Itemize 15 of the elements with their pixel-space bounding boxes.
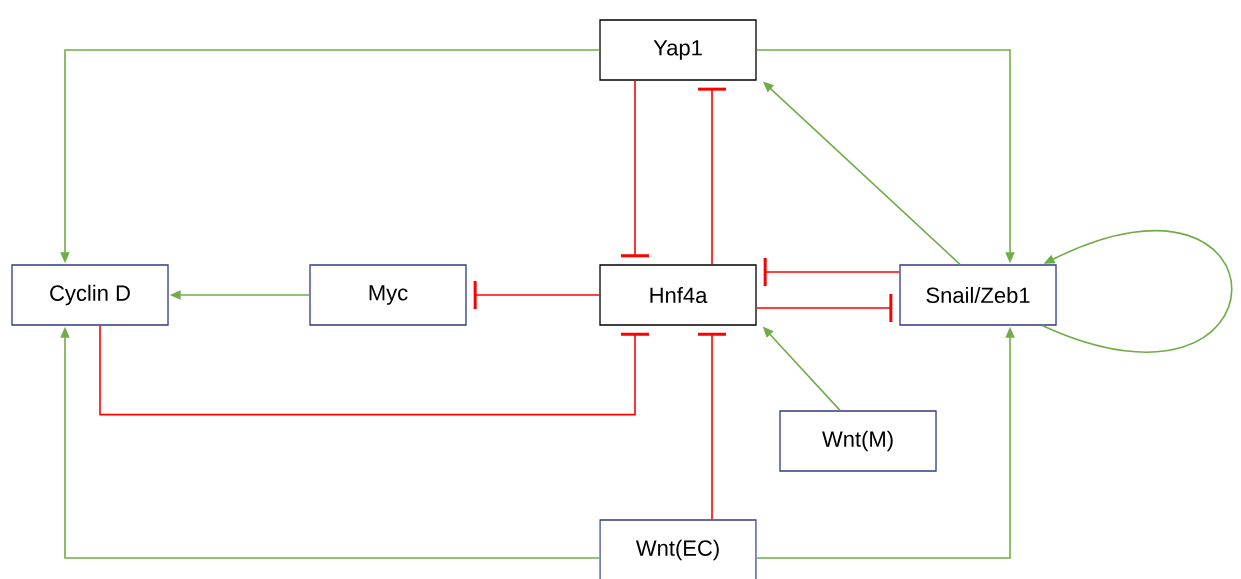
gene-box: Myc [309,264,467,326]
inhibition-line [763,258,901,286]
arrow [1041,229,1233,353]
gene-box: Yap1 [599,19,757,81]
gene-box: Wnt(EC) [599,519,757,579]
gene-box: Snail/Zeb1 [899,264,1057,326]
inhibition-line [755,294,893,322]
gene-box: Cyclin D [11,264,169,326]
inhibition-line [621,79,649,258]
inhibition-line [698,87,726,266]
inhibition-line [698,332,726,521]
inhibition-line [99,324,649,416]
inhibition-line [473,281,601,309]
gene-box: Wnt(M) [779,410,937,472]
gene-box: Hnf4a [599,264,757,326]
